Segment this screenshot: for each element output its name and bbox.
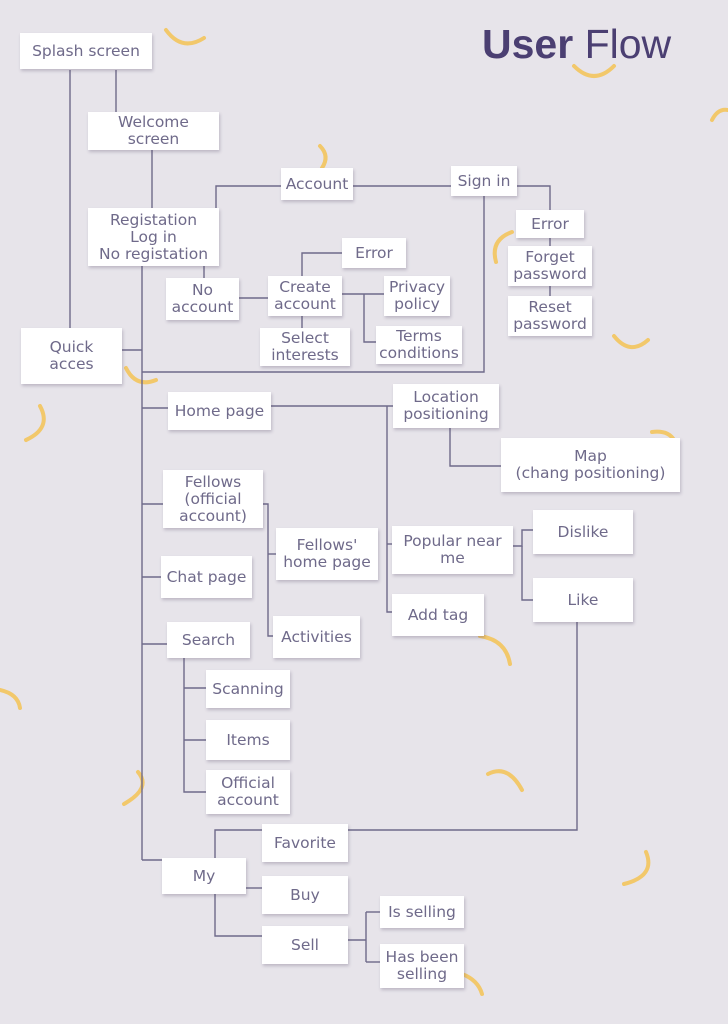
node-map: Map (chang positioning) <box>501 438 680 492</box>
node-registration: Registation Log in No registation <box>88 208 219 266</box>
node-no-account: No account <box>166 278 239 320</box>
node-scanning: Scanning <box>206 670 290 708</box>
node-splash-screen: Splash screen <box>20 33 152 69</box>
node-search: Search <box>167 622 250 658</box>
node-terms-conditions: Terms conditions <box>376 326 462 364</box>
node-like: Like <box>533 578 633 622</box>
node-account: Account <box>281 168 353 200</box>
node-privacy-policy: Privacy policy <box>384 276 450 316</box>
decor-arc <box>612 334 650 349</box>
node-is-selling: Is selling <box>380 896 464 928</box>
decor-arc <box>318 144 328 170</box>
node-reset-password: Reset password <box>508 296 592 336</box>
node-create-account: Create account <box>268 276 342 316</box>
node-home-page: Home page <box>168 392 271 430</box>
node-welcome-screen: Welcome screen <box>88 112 219 150</box>
node-create-error: Error <box>342 238 406 268</box>
decor-arc <box>492 230 514 264</box>
decor-arc <box>710 107 728 122</box>
node-location-positioning: Location positioning <box>393 384 499 428</box>
node-has-been-selling: Has been selling <box>380 944 464 988</box>
decor-arc <box>478 634 512 666</box>
node-signin-error: Error <box>516 210 584 238</box>
node-select-interests: Select interests <box>260 328 350 366</box>
decor-arc <box>24 404 46 442</box>
node-chat-page: Chat page <box>161 556 252 598</box>
node-items: Items <box>206 720 290 760</box>
node-favorite: Favorite <box>262 824 348 862</box>
flow-lines <box>69 70 578 963</box>
title-bold: User <box>482 21 574 67</box>
decor-arc <box>622 850 651 886</box>
node-dislike: Dislike <box>533 510 633 554</box>
decor-arc <box>486 769 524 792</box>
node-my: My <box>162 858 246 894</box>
decor-arc <box>124 366 158 385</box>
node-activities: Activities <box>273 616 360 658</box>
node-sell: Sell <box>262 926 348 964</box>
title-regular: Flow <box>584 21 672 67</box>
node-quick-access: Quick acces <box>21 328 122 384</box>
node-forget-password: Forget password <box>508 246 592 286</box>
node-buy: Buy <box>262 876 348 914</box>
decor-arc <box>164 28 206 46</box>
node-fellows-official: Fellows (official account) <box>163 470 263 528</box>
decor-arc <box>0 688 22 710</box>
page-title: User Flow <box>482 18 671 70</box>
decor-arc <box>122 770 145 806</box>
decor-arc <box>572 64 616 78</box>
node-popular-near-me: Popular near me <box>392 526 513 574</box>
node-add-tag: Add tag <box>392 594 484 636</box>
node-official-account: Official account <box>206 770 290 814</box>
node-sign-in: Sign in <box>451 166 517 196</box>
decor-arc <box>460 972 484 996</box>
node-fellows-home-page: Fellows' home page <box>276 528 378 580</box>
